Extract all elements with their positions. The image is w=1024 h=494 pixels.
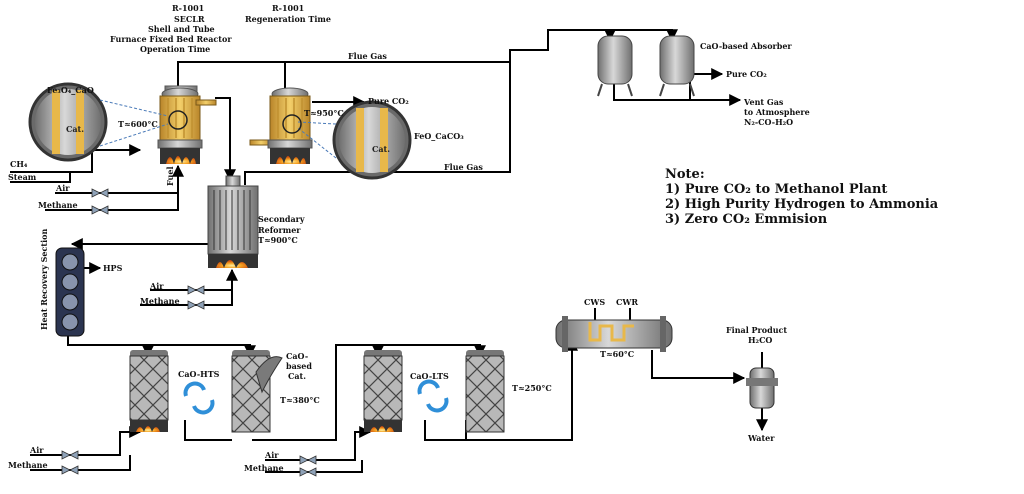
cwr-label: CWR bbox=[616, 297, 638, 307]
methane-label-3: Methane bbox=[8, 460, 48, 470]
seclr-name-label: SECLR bbox=[174, 14, 205, 24]
seclr-desc2: Furnace Fixed Bed Reactor bbox=[110, 34, 232, 44]
note-item-1: 1) Pure CO₂ to Methanol Plant bbox=[665, 182, 888, 197]
zoom-circle-right bbox=[282, 100, 412, 180]
t60-label: T≈60°C bbox=[600, 349, 635, 359]
lts-to-cooler bbox=[424, 338, 578, 441]
t380-label: T≈380°C bbox=[280, 395, 320, 405]
pure-co2-top-label: Pure CO₂ bbox=[368, 96, 409, 106]
recycle-arrows bbox=[183, 379, 449, 415]
t250-label: T≈250°C bbox=[512, 383, 552, 393]
regen-unit-label: R-1001 bbox=[272, 3, 305, 13]
cao-based-label-2: based bbox=[286, 361, 312, 371]
hps-label: HPS bbox=[103, 263, 123, 273]
methane-feed-4 bbox=[265, 460, 363, 473]
vent-gas-label-3: N₂-CO-H₂O bbox=[744, 117, 794, 127]
flue-gas-mid-label: Flue Gas bbox=[444, 162, 483, 172]
seclr-unit-label: R-1001 bbox=[172, 3, 205, 13]
zoom-circle-left bbox=[28, 82, 188, 162]
note-item-2: 2) High Purity Hydrogen to Ammonia bbox=[665, 197, 939, 212]
air-feed-3 bbox=[30, 426, 142, 456]
feo-caco3-label: FeO_CaCO₃ bbox=[414, 131, 464, 141]
steam-label: Steam bbox=[8, 172, 37, 182]
methane-feed-2 bbox=[140, 290, 233, 306]
seclr-desc1: Shell and Tube bbox=[148, 24, 215, 34]
air-label-4: Air bbox=[265, 450, 279, 460]
cooler-to-separator bbox=[651, 350, 746, 384]
fuel-label: Fuel bbox=[165, 166, 175, 186]
cao-lts-label: CaO-LTS bbox=[410, 371, 449, 381]
pure-co2-abs-label: Pure CO₂ bbox=[726, 69, 767, 79]
heat-recovery-section bbox=[55, 247, 85, 337]
ch4-feed bbox=[10, 144, 142, 173]
ch4-label: CH₄ bbox=[10, 159, 28, 169]
cao-hts-label: CaO-HTS bbox=[178, 369, 220, 379]
cat-label-right: Cat. bbox=[372, 144, 391, 154]
h2co-label: H₂CO bbox=[748, 335, 773, 345]
fe3o4-cao-label: Fe₃O₄_CaO bbox=[47, 85, 94, 95]
methane-label-2: Methane bbox=[140, 296, 180, 306]
note-title: Note: bbox=[665, 167, 705, 182]
cao-absorber-label: CaO-based Absorber bbox=[700, 41, 792, 51]
air-label-3: Air bbox=[30, 445, 44, 455]
reactor-to-reformer bbox=[215, 97, 236, 182]
methane-label-4: Methane bbox=[244, 463, 284, 473]
seclr-desc3: Operation Time bbox=[140, 44, 211, 54]
air-label-1: Air bbox=[56, 183, 70, 193]
valves bbox=[61, 188, 317, 477]
vent-gas-label-1: Vent Gas bbox=[744, 97, 784, 107]
air-feed-1 bbox=[55, 164, 184, 194]
secondary-reformer-label-1: Secondary bbox=[258, 214, 305, 224]
regenerator-reactor bbox=[249, 87, 313, 164]
flue-gas-top-label: Flue Gas bbox=[348, 51, 387, 61]
hts-to-lts bbox=[252, 344, 384, 441]
methane-label-1: Methane bbox=[38, 200, 78, 210]
shift-reactors bbox=[129, 350, 505, 433]
air-feed-4 bbox=[265, 426, 372, 461]
final-product-label: Final Product bbox=[726, 325, 788, 335]
note-item-3: 3) Zero CO₂ Emmision bbox=[665, 212, 828, 227]
t900-label: T≈900°C bbox=[258, 235, 298, 245]
water-label: Water bbox=[748, 433, 775, 443]
vent-gas-label-2: to Atmosphere bbox=[744, 107, 810, 117]
cao-based-label-1: CaO- bbox=[286, 351, 309, 361]
cat-label-left: Cat. bbox=[66, 124, 85, 134]
steam-feed bbox=[10, 172, 71, 183]
cao-absorbers bbox=[597, 35, 695, 97]
secondary-reformer bbox=[207, 175, 259, 268]
heat-recovery-label: Heat Recovery Section bbox=[39, 228, 49, 330]
methane-feed-1 bbox=[45, 193, 179, 211]
vent-gas-line bbox=[613, 82, 740, 100]
seclr-reactor bbox=[157, 85, 217, 164]
cao-based-label-3: Cat. bbox=[288, 371, 307, 381]
separator bbox=[746, 367, 778, 409]
flue-gas-line-top bbox=[177, 29, 616, 86]
cws-label: CWS bbox=[584, 297, 606, 307]
secondary-reformer-label-2: Reformer bbox=[258, 225, 301, 235]
regen-desc: Regeneration Time bbox=[245, 14, 331, 24]
hts-inner-link bbox=[184, 420, 232, 441]
cooler bbox=[555, 316, 673, 352]
air-label-2: Air bbox=[150, 281, 164, 291]
t950-label: T≈950°C bbox=[304, 108, 344, 118]
t600-label: T≈600°C bbox=[118, 119, 158, 129]
